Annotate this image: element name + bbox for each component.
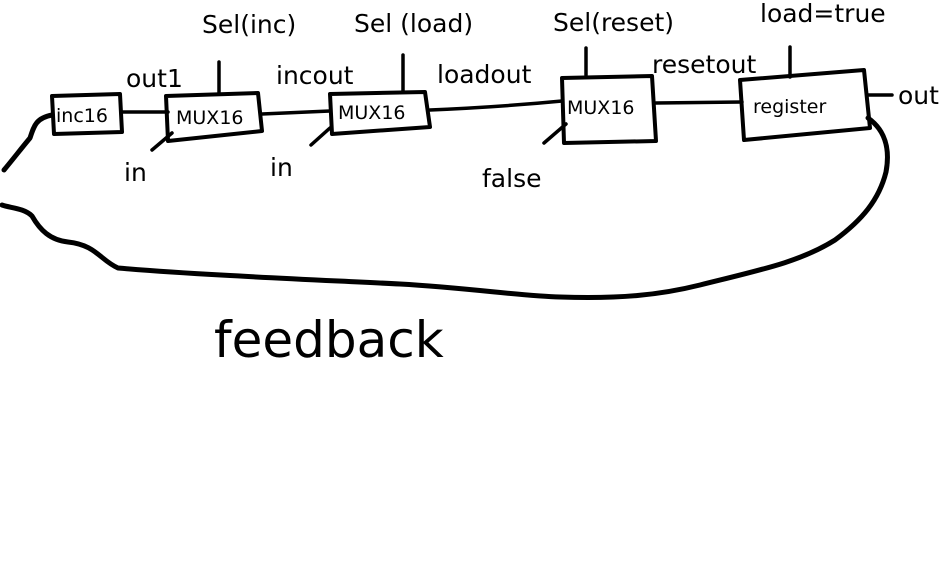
feedback-return-wire xyxy=(1,112,55,173)
sel-inc-label: Sel(inc) xyxy=(202,10,296,39)
sel-load-label: Sel (load) xyxy=(354,9,473,38)
wire-mux-reset-to-register xyxy=(654,100,744,105)
inc16-block xyxy=(50,92,124,136)
register-label: register xyxy=(753,96,826,118)
resetout-label: resetout xyxy=(652,50,756,79)
wire-mux-inc-to-mux-load xyxy=(260,109,332,116)
load-true-label: load=true xyxy=(760,0,886,28)
incout-label: incout xyxy=(276,61,354,90)
in-label-2: in xyxy=(270,153,293,182)
mux-load-block xyxy=(328,90,432,136)
mux-reset-label: MUX16 xyxy=(567,97,635,119)
mux-reset-block xyxy=(560,74,658,145)
register-block xyxy=(738,68,872,142)
false-label: false xyxy=(482,164,541,193)
inc16-label: inc16 xyxy=(56,105,108,127)
sel-reset-label: Sel(reset) xyxy=(553,8,674,37)
loadout-label: loadout xyxy=(437,60,532,89)
mux-load-label: MUX16 xyxy=(338,102,406,124)
feedback-label: feedback xyxy=(214,311,444,369)
mux-inc-label: MUX16 xyxy=(176,107,244,129)
out-label: out xyxy=(898,81,939,110)
wire-mux-load-to-mux-reset xyxy=(428,99,564,112)
out1-label: out1 xyxy=(126,64,183,93)
in-line-2 xyxy=(309,126,332,147)
feedback-wire xyxy=(0,115,890,300)
mux-inc-block xyxy=(164,91,264,143)
in-label-1: in xyxy=(124,158,147,187)
